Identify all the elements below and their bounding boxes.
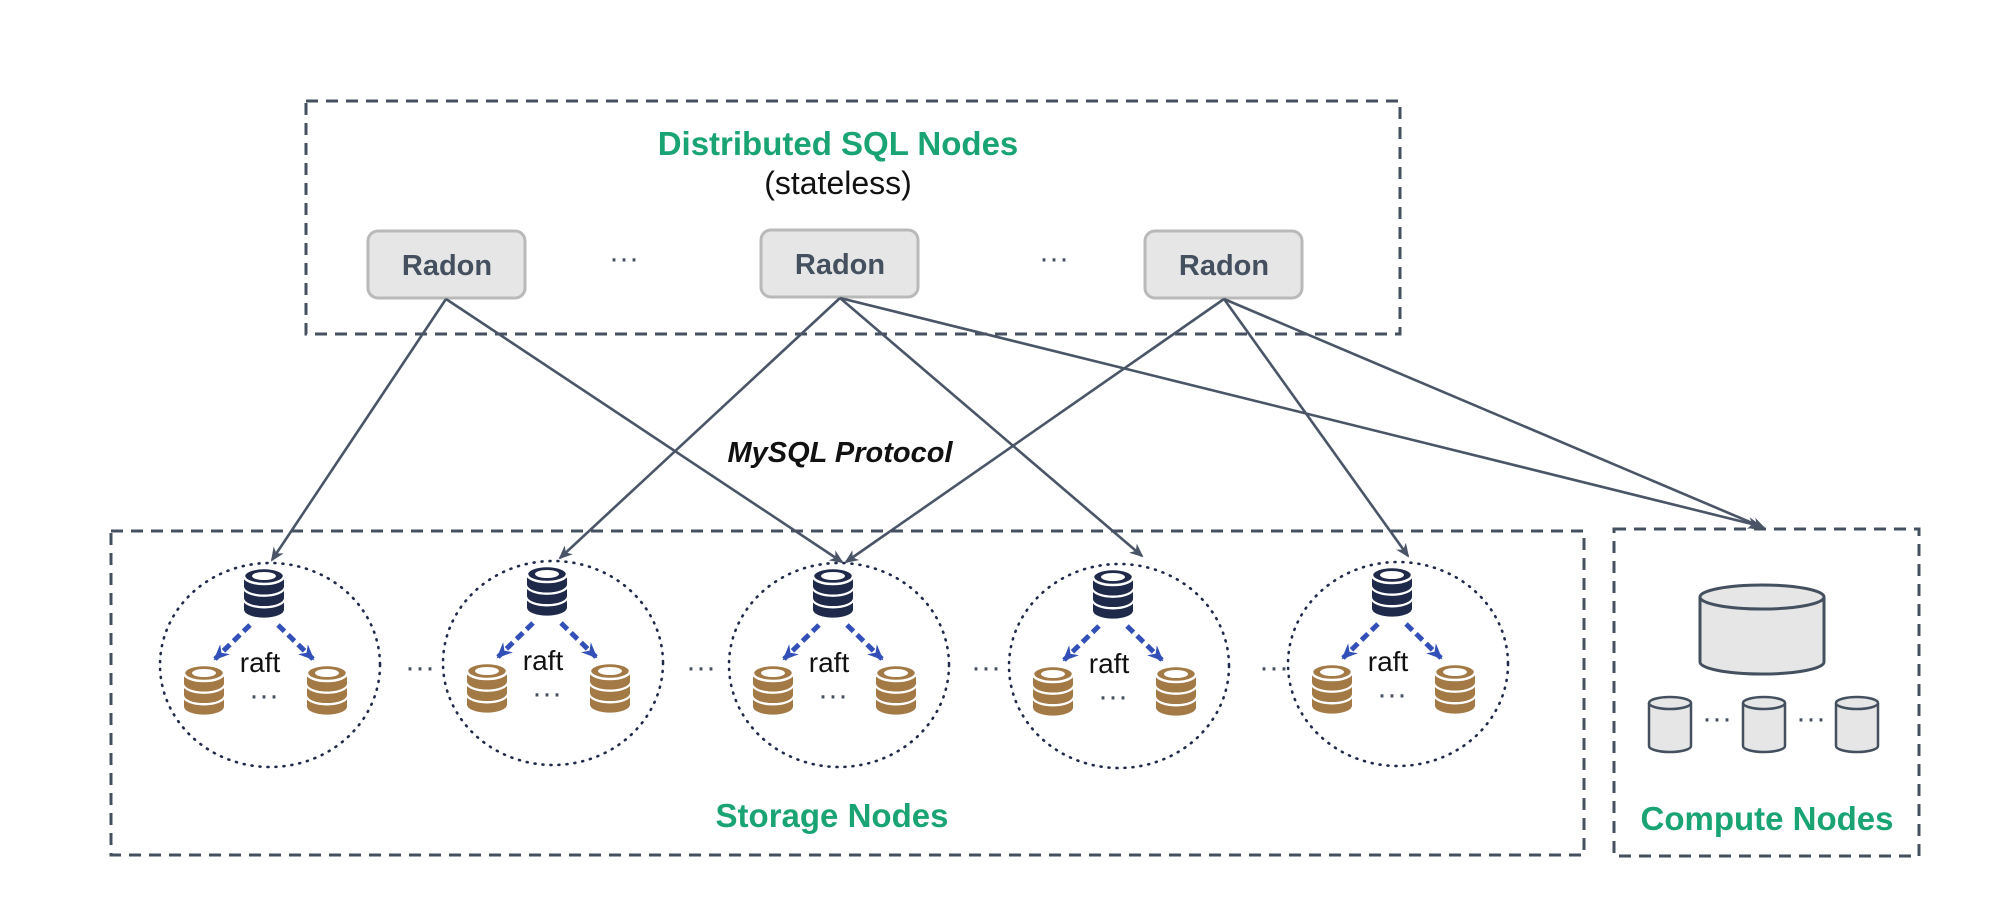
replica-database-icon bbox=[182, 663, 226, 715]
arrow-radon2-compute bbox=[839, 296, 1762, 529]
storage-nodes-title: Storage Nodes bbox=[716, 797, 949, 834]
compute-separator: ··· bbox=[1702, 702, 1732, 735]
raft-label: raft bbox=[523, 645, 564, 676]
replication-arrow bbox=[1404, 622, 1443, 660]
sql-nodes-group: Distributed SQL Nodes (stateless) Radon … bbox=[304, 99, 1402, 336]
replica-database-icon bbox=[1433, 662, 1477, 714]
replication-arrow bbox=[496, 621, 535, 659]
replication-arrow bbox=[1125, 624, 1164, 662]
sql-nodes-subtitle: (stateless) bbox=[764, 165, 912, 201]
storage-cluster-4: raft··· bbox=[1007, 562, 1231, 770]
compute-small-cylinders bbox=[1647, 695, 1880, 754]
arrow-radon1-storage1 bbox=[270, 298, 448, 562]
arrow-radon2-storage2 bbox=[558, 297, 841, 560]
compute-node-cylinder-icon bbox=[1647, 695, 1693, 754]
replica-database-icon bbox=[1310, 662, 1354, 714]
sql-nodes-separator: ··· bbox=[609, 242, 639, 275]
radon-node-1[interactable]: Radon bbox=[366, 229, 527, 300]
leader-database-icon bbox=[242, 566, 286, 618]
compute-nodes-title: Compute Nodes bbox=[1640, 800, 1893, 837]
raft-group-boundary bbox=[441, 559, 665, 767]
storage-separator: ··· bbox=[1259, 651, 1289, 684]
leader-database-icon bbox=[525, 564, 569, 616]
leader-database-icon bbox=[811, 566, 855, 618]
storage-separator: ··· bbox=[686, 651, 716, 684]
compute-node-cylinder-icon bbox=[1834, 695, 1880, 754]
replica-separator: ··· bbox=[249, 679, 279, 712]
replica-database-icon bbox=[874, 663, 918, 715]
replica-separator: ··· bbox=[818, 679, 848, 712]
raft-group-boundary bbox=[1007, 562, 1231, 770]
replica-database-icon bbox=[1031, 664, 1075, 716]
radon-node-3[interactable]: Radon bbox=[1143, 229, 1304, 300]
arrow-radon3-compute bbox=[1223, 297, 1766, 530]
storage-separator: ··· bbox=[971, 651, 1001, 684]
replica-database-icon bbox=[751, 663, 795, 715]
compute-node-cylinder-icon bbox=[1741, 695, 1787, 754]
storage-cluster-3: raft··· bbox=[727, 561, 951, 769]
replication-arrow bbox=[276, 623, 315, 661]
replication-arrow bbox=[213, 623, 252, 661]
connection-arrows bbox=[270, 296, 1766, 564]
replica-database-icon bbox=[588, 661, 632, 713]
replication-arrow bbox=[1062, 624, 1101, 662]
replica-database-icon bbox=[1154, 664, 1198, 716]
storage-clusters: raft···raft···raft···raft···raft··· bbox=[158, 559, 1510, 770]
replication-arrow bbox=[559, 621, 598, 659]
leader-database-icon bbox=[1370, 565, 1414, 617]
arrow-radon1-storage3 bbox=[445, 297, 844, 564]
raft-label: raft bbox=[240, 647, 281, 678]
compute-nodes-border bbox=[1612, 527, 1921, 858]
radon-node-label: Radon bbox=[1179, 250, 1269, 282]
replication-arrow bbox=[782, 623, 821, 661]
compute-separator: ··· bbox=[1796, 702, 1826, 735]
replica-database-icon bbox=[305, 663, 349, 715]
raft-group-boundary bbox=[727, 561, 951, 769]
sql-nodes-separator: ··· bbox=[1039, 242, 1069, 275]
storage-cluster-1: raft··· bbox=[158, 561, 382, 769]
leader-database-icon bbox=[1091, 567, 1135, 619]
compute-nodes-group: ··· ··· Compute Nodes bbox=[1612, 527, 1921, 858]
storage-nodes-border bbox=[109, 529, 1586, 857]
raft-group-boundary bbox=[158, 561, 382, 769]
storage-cluster-5: raft··· bbox=[1286, 560, 1510, 768]
storage-nodes-group: raft···raft···raft···raft···raft··· ··· … bbox=[109, 529, 1586, 857]
compute-main-cylinder-icon bbox=[1698, 583, 1826, 676]
raft-label: raft bbox=[1368, 646, 1409, 677]
raft-group-boundary bbox=[1286, 560, 1510, 768]
sql-nodes-border bbox=[304, 99, 1402, 336]
sql-nodes-title: Distributed SQL Nodes bbox=[658, 125, 1019, 162]
arrow-radon2-storage4 bbox=[839, 297, 1144, 558]
storage-separator: ··· bbox=[405, 651, 435, 684]
arrow-radon3-storage5 bbox=[1222, 298, 1410, 558]
radon-node-2[interactable]: Radon bbox=[759, 228, 920, 299]
radon-node-label: Radon bbox=[402, 250, 492, 282]
replica-separator: ··· bbox=[1098, 680, 1128, 713]
mysql-protocol-label: MySQL Protocol bbox=[727, 437, 953, 469]
replica-database-icon bbox=[465, 661, 509, 713]
replication-arrow bbox=[1341, 622, 1380, 660]
storage-cluster-2: raft··· bbox=[441, 559, 665, 767]
raft-label: raft bbox=[1089, 648, 1130, 679]
radon-node-label: Radon bbox=[795, 249, 885, 281]
raft-label: raft bbox=[809, 647, 850, 678]
replica-separator: ··· bbox=[532, 677, 562, 710]
replication-arrow bbox=[845, 623, 884, 661]
replica-separator: ··· bbox=[1377, 678, 1407, 711]
arrow-radon3-storage3 bbox=[844, 297, 1225, 564]
